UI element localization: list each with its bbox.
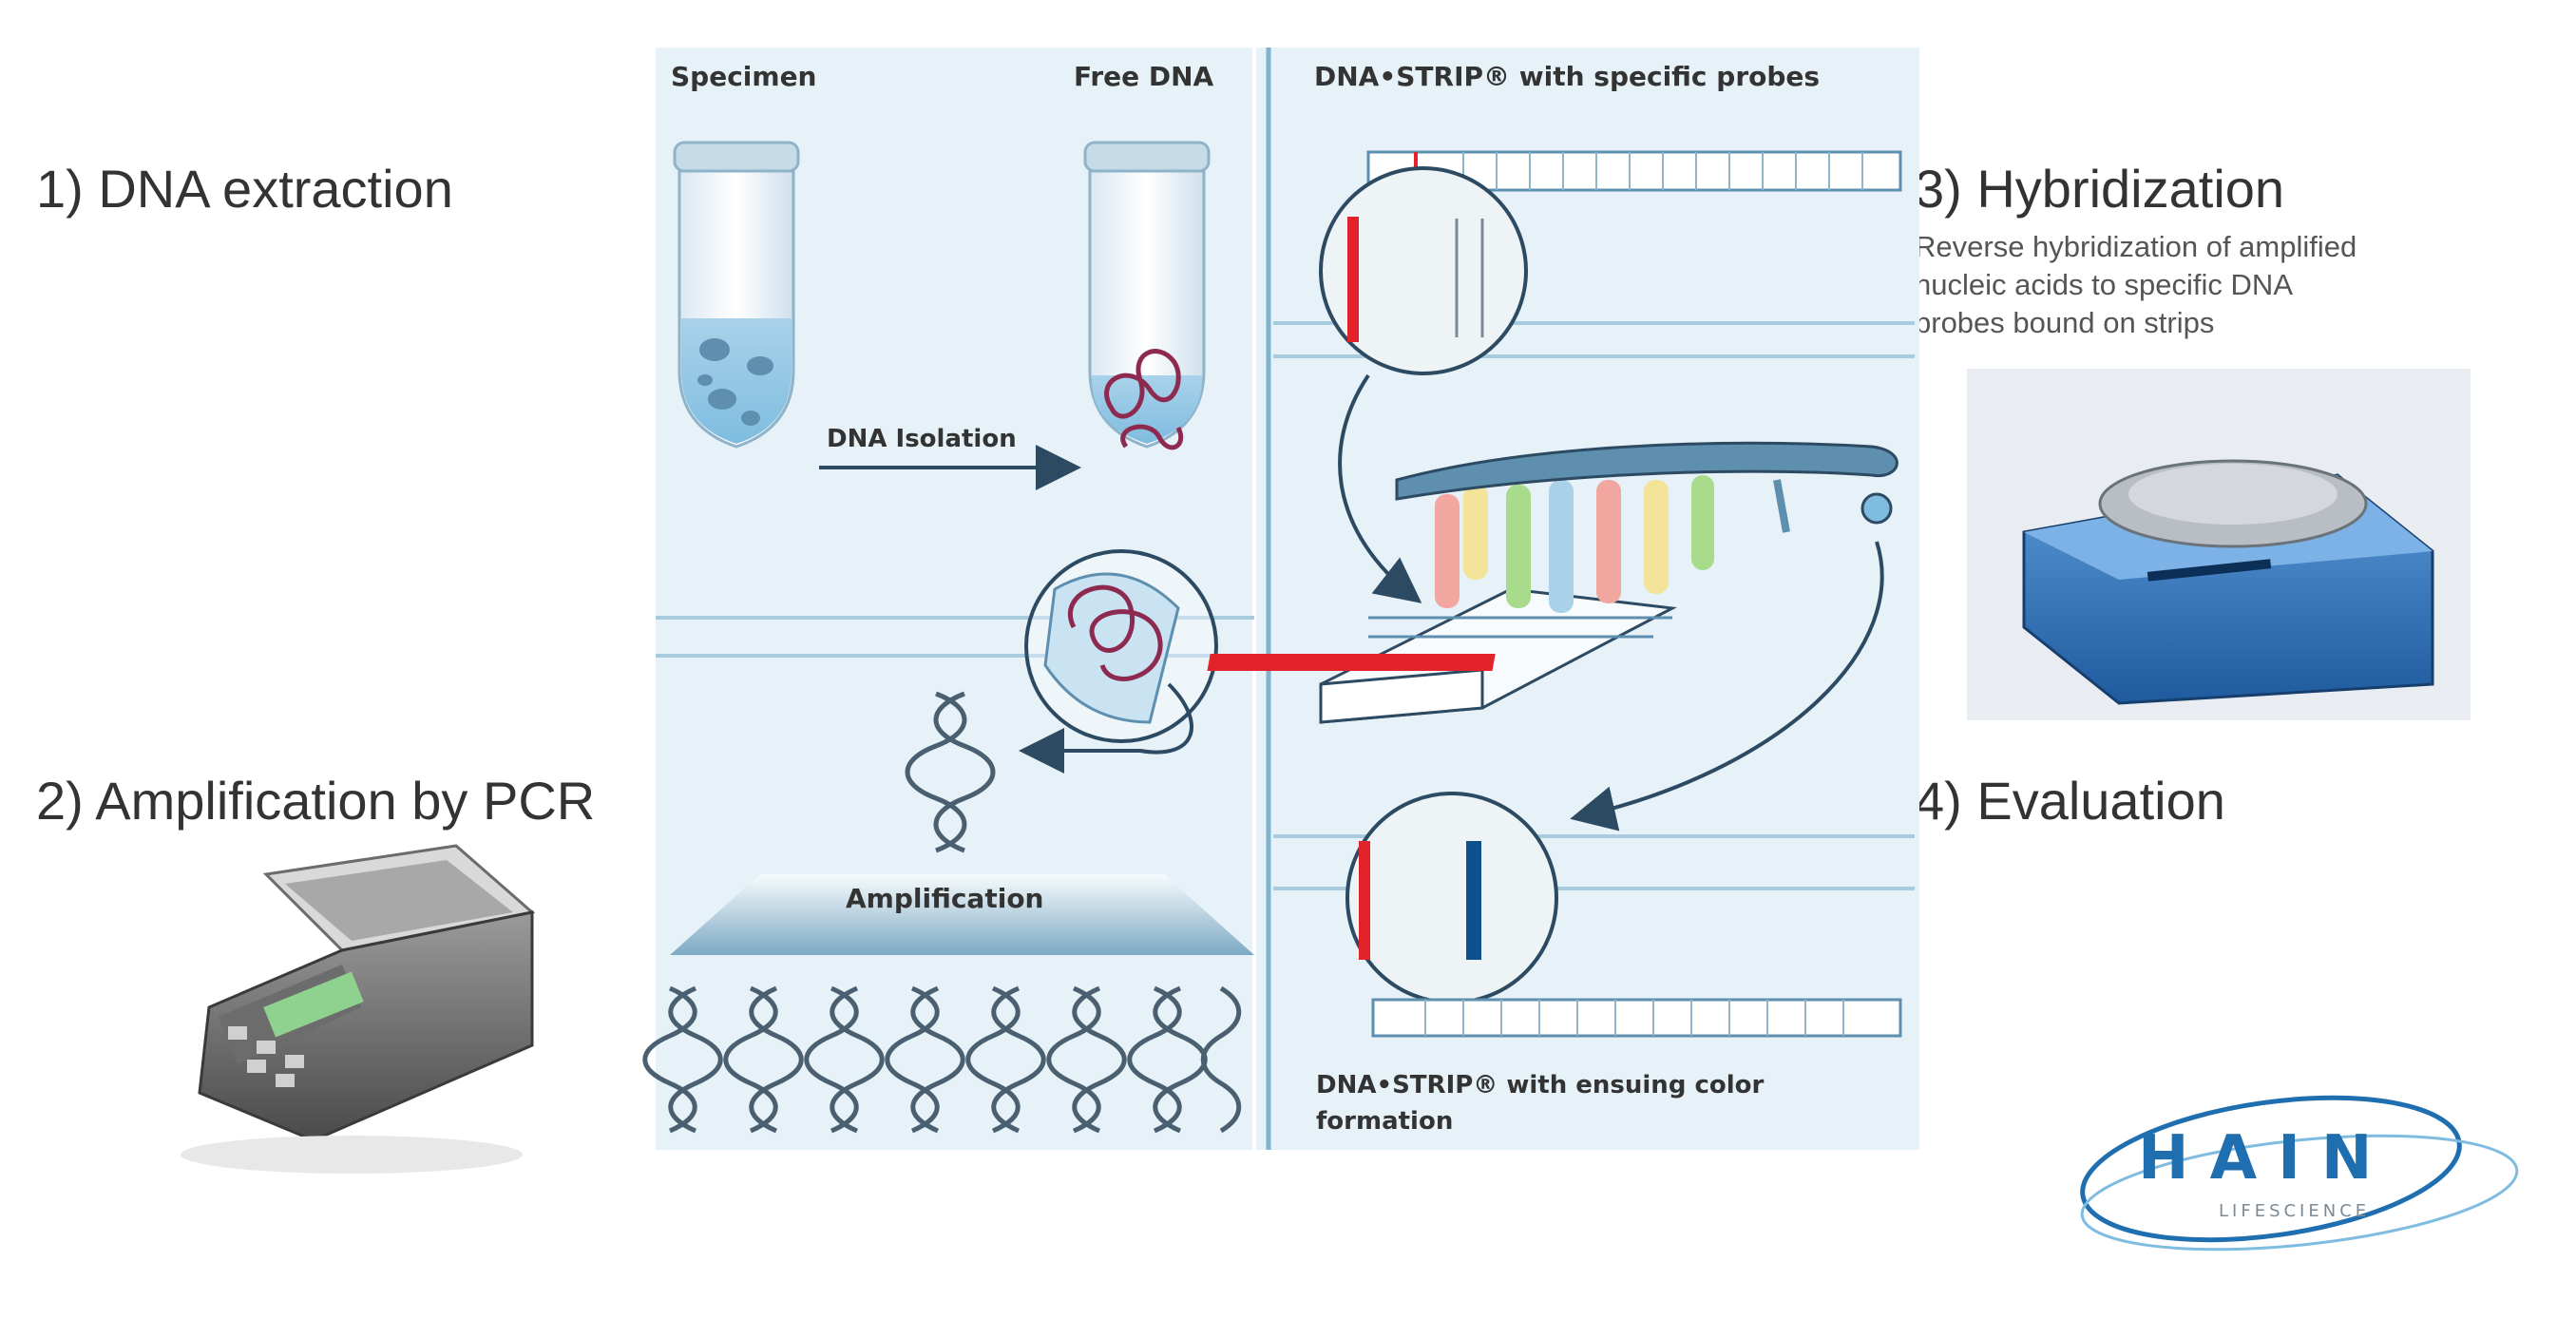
step3-desc-line1: Reverse hybridization of amplified xyxy=(1915,230,2357,263)
dna-helix-row xyxy=(642,985,1242,1134)
free-dna-label: Free DNA xyxy=(1074,61,1214,92)
step3-description: Reverse hybridization of amplified nucle… xyxy=(1915,228,2357,342)
step1-title: 1) DNA extraction xyxy=(36,159,453,219)
diagram-panel xyxy=(656,48,1919,1150)
step3-desc-line2: nucleic acids to specific DNA xyxy=(1915,268,2293,301)
dna-zoom-circle xyxy=(1019,549,1218,774)
hain-logo-text: HAIN xyxy=(2138,1123,2393,1194)
dna-isolation-label: DNA Isolation xyxy=(827,425,1017,453)
arrow-to-evaluation xyxy=(1570,541,1884,832)
free-dna-tube-icon xyxy=(1083,141,1211,450)
strip-magnifier-top xyxy=(1319,166,1528,375)
arrow-to-hybridization xyxy=(1338,373,1422,603)
strip-probes-label: DNA•STRIP® with specific probes xyxy=(1314,61,1820,92)
hybridization-strip-icon xyxy=(1207,441,1899,724)
strip-color-label-line2: formation xyxy=(1316,1107,1453,1136)
hain-logo: HAIN LIFESCIENCE xyxy=(2080,1095,2519,1252)
specimen-label: Specimen xyxy=(671,61,817,92)
hybridization-device-icon xyxy=(1967,369,2471,720)
pcr-thermocycler-icon xyxy=(181,844,536,1174)
amplification-label: Amplification xyxy=(846,883,1043,914)
hain-logo-subtext: LIFESCIENCE xyxy=(2219,1201,2370,1221)
step4-title: 4) Evaluation xyxy=(1915,771,2225,831)
step3-title: 3) Hybridization xyxy=(1915,159,2285,219)
amplification-banner xyxy=(670,874,1254,955)
strip-magnifier-bottom xyxy=(1345,792,1558,1004)
step2-title: 2) Amplification by PCR xyxy=(36,771,596,831)
strip-color-label-line1: DNA•STRIP® with ensuing color xyxy=(1316,1071,1765,1099)
dna-helix-icon xyxy=(905,691,996,853)
probe-strip-bottom xyxy=(1371,998,1902,1038)
specimen-tube-icon xyxy=(673,141,800,449)
step3-desc-line3: probes bound on strips xyxy=(1915,306,2215,339)
